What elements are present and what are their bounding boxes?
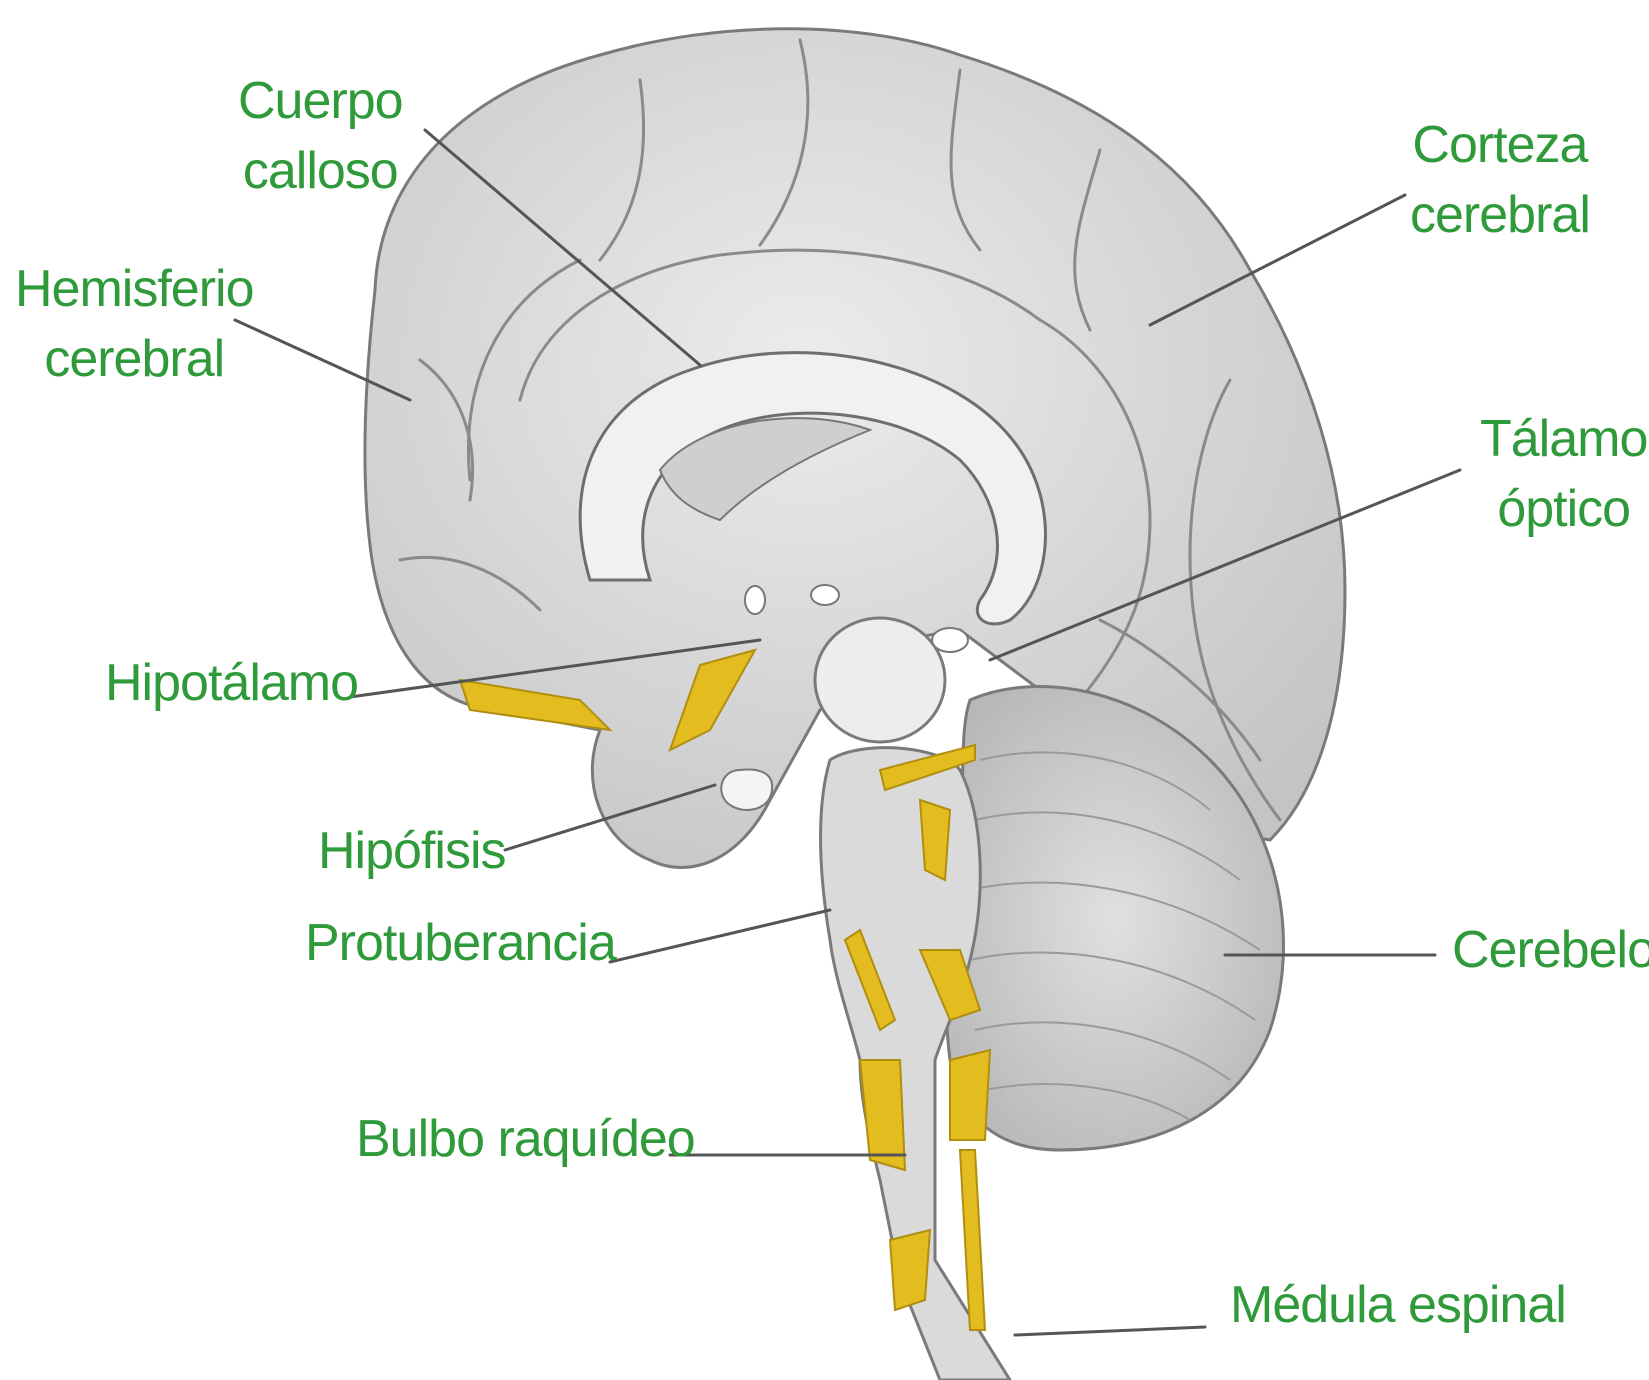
label-hipotalamo: Hipotálamo (105, 648, 358, 718)
label-cuerpo-calloso: Cuerpo calloso (238, 66, 403, 206)
label-text: Cerebelo (1452, 915, 1649, 985)
label-line: Tálamo (1480, 404, 1647, 474)
label-line: cerebral (1410, 180, 1590, 250)
pituitary (721, 770, 772, 810)
cerebrum (365, 29, 1345, 868)
label-line: cerebral (15, 324, 254, 394)
label-text: Bulbo raquídeo (356, 1104, 695, 1174)
label-line: Cuerpo (238, 66, 403, 136)
label-bulbo-raquideo: Bulbo raquídeo (356, 1104, 695, 1174)
leader-protuberancia (610, 910, 830, 962)
label-line: Hemisferio (15, 254, 254, 324)
label-hipofisis: Hipófisis (318, 816, 506, 886)
label-text: Hipófisis (318, 816, 506, 886)
label-hemisferio-cerebral: Hemisferio cerebral (15, 254, 254, 394)
label-text: Hipotálamo (105, 648, 358, 718)
label-text: Médula espinal (1230, 1270, 1566, 1340)
label-line: óptico (1480, 474, 1647, 544)
label-protuberancia: Protuberancia (305, 908, 616, 978)
label-text: Protuberancia (305, 908, 616, 978)
label-line: calloso (238, 136, 403, 206)
thalamus (815, 618, 945, 742)
label-talamo-optico: Tálamo óptico (1480, 404, 1647, 544)
label-medula-espinal: Médula espinal (1230, 1270, 1566, 1340)
label-corteza-cerebral: Corteza cerebral (1410, 110, 1590, 250)
label-cerebelo: Cerebelo (1452, 915, 1649, 985)
label-line: Corteza (1410, 110, 1590, 180)
leader-medula-espinal (1015, 1327, 1205, 1335)
